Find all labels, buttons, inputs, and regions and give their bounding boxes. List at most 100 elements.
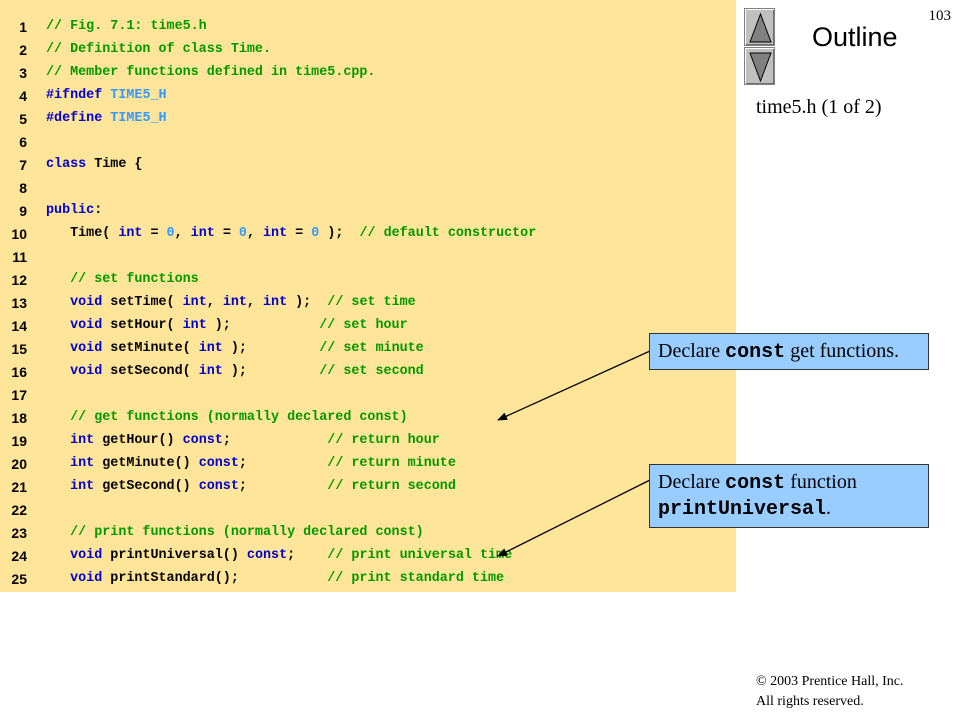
code-token-keyword: void (70, 548, 103, 563)
code-token-comment: // get functions (normally declared cons… (70, 410, 408, 425)
code-token-keyword: const (246, 548, 288, 563)
code-token-text: Time( (46, 226, 119, 241)
code-text: void setTime( int, int, int ); // set ti… (46, 292, 416, 314)
copyright-line: © 2003 Prentice Hall, Inc. (756, 674, 904, 689)
code-token-number: 0 (238, 226, 247, 241)
code-text: int getSecond() const; // return second (46, 476, 456, 498)
next-slide-button[interactable] (744, 47, 775, 85)
code-text: void setHour( int ); // set hour (46, 315, 408, 337)
line-number: 14 (11, 318, 27, 334)
line-number: 8 (19, 180, 27, 196)
line-number: 9 (19, 203, 27, 219)
code-text: #define TIME5_H (46, 108, 167, 130)
previous-slide-button[interactable] (744, 8, 775, 46)
code-token-keyword: int (263, 226, 288, 241)
code-text: public: (46, 200, 102, 222)
code-text: // get functions (normally declared cons… (46, 407, 408, 429)
code-token-keyword: void (70, 341, 103, 356)
line-number: 6 (19, 134, 27, 150)
code-token-comment: // set minute (319, 341, 424, 356)
code-token-comment: // print standard time (327, 571, 505, 586)
line-number: 1 (19, 19, 27, 35)
code-token-keyword: int (70, 479, 95, 494)
code-token-keyword: int (198, 341, 223, 356)
line-number: 22 (11, 502, 27, 518)
line-number: 16 (11, 364, 27, 380)
line-number: 15 (11, 341, 27, 357)
arrow-get-functions (497, 350, 651, 421)
page-number: 103 (928, 8, 952, 24)
code-token-text: getHour() (94, 433, 183, 448)
code-text: #ifndef TIME5_H (46, 85, 167, 107)
callout-code: const (725, 341, 786, 364)
callout-text: Declare (658, 471, 726, 493)
code-token-text: setTime( (102, 295, 183, 310)
line-number: 24 (11, 548, 27, 564)
line-number: 5 (19, 111, 27, 127)
code-token-keyword: int (222, 295, 247, 310)
code-token-keyword: int (263, 295, 288, 310)
code-token-keyword: const (198, 456, 239, 471)
callout-code: printUniversal (658, 498, 827, 521)
line-number: 19 (11, 433, 27, 449)
code-token-keyword: void (70, 571, 103, 586)
arrow-print-universal (497, 479, 651, 557)
code-token-keyword: class (46, 157, 87, 172)
code-token-comment: // Definition of class Time. (46, 42, 271, 57)
code-text: void printUniversal() const; // print un… (46, 545, 512, 567)
code-token-keyword: int (198, 364, 223, 379)
code-text: // set functions (46, 269, 199, 291)
code-token-text: ); (222, 364, 320, 379)
code-token-text: setSecond( (102, 364, 199, 379)
code-token-keyword: int (70, 456, 95, 471)
code-token-text: ); (222, 341, 320, 356)
code-text: Time( int = 0, int = 0, int = 0 ); // de… (46, 223, 536, 245)
code-token-text: , (246, 295, 263, 310)
code-text: int getHour() const; // return hour (46, 430, 440, 452)
code-token-comment: // return second (327, 479, 456, 494)
code-token-comment: // set functions (70, 272, 199, 287)
code-token-text: getMinute() (94, 456, 199, 471)
code-text: // Fig. 7.1: time5.h (46, 16, 207, 38)
code-token-text: printUniversal() (102, 548, 247, 563)
code-token-text: ); (206, 318, 320, 333)
line-number: 2 (19, 42, 27, 58)
triangle-up-icon (749, 12, 772, 43)
code-token-text: setHour( (102, 318, 183, 333)
code-token-comment: // set hour (319, 318, 408, 333)
code-token-keyword: const (198, 479, 239, 494)
outline-title: Outline (812, 22, 898, 52)
line-number: 23 (11, 525, 27, 541)
line-number: 4 (19, 88, 27, 104)
line-number: 18 (11, 410, 27, 426)
line-number: 3 (19, 65, 27, 81)
code-token-keyword: public (46, 203, 95, 218)
code-text: class Time { (46, 154, 142, 176)
code-token-keyword: const (182, 433, 223, 448)
line-number: 20 (11, 456, 27, 472)
code-token-comment: // return hour (327, 433, 440, 448)
callout-text: . (826, 497, 832, 519)
code-token-comment: // default constructor (359, 226, 537, 241)
callout-const-print-universal: Declare const function printUniversal. (649, 464, 929, 528)
code-token-text: ; (238, 479, 328, 494)
code-token-text: ; (287, 548, 328, 563)
code-token-text: , (174, 226, 191, 241)
line-number: 25 (11, 571, 27, 587)
line-number: 13 (11, 295, 27, 311)
code-token-text: ; (222, 433, 328, 448)
code-text: void setMinute( int ); // set minute (46, 338, 424, 360)
code-token-keyword: int (190, 226, 215, 241)
code-token-keyword: int (118, 226, 143, 241)
line-number: 21 (11, 479, 27, 495)
line-number: 11 (12, 249, 27, 265)
code-text: int getMinute() const; // return minute (46, 453, 456, 475)
callout-text: function (785, 471, 857, 493)
code-token-comment: // print functions (normally declared co… (70, 525, 424, 540)
code-text: // print functions (normally declared co… (46, 522, 424, 544)
code-token-text: ); (319, 226, 360, 241)
code-token-text: = (142, 226, 167, 241)
code-text: // Definition of class Time. (46, 39, 271, 61)
code-token-keyword: #ifndef (46, 88, 103, 103)
